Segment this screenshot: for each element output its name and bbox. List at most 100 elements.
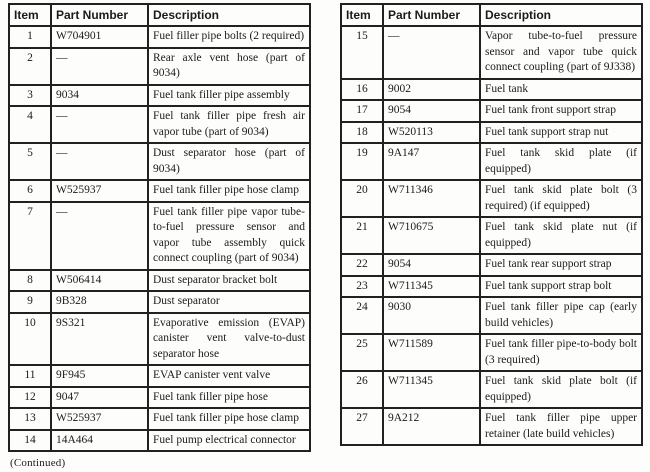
table-row: 6 W525937 Fuel tank filler pipe hose cla…	[8, 179, 311, 203]
item-number-cell: 23	[340, 274, 384, 298]
description-cell: Dust separator hose (part of 9034)	[147, 142, 311, 181]
description-cell: Fuel tank filler pipe hose clamp	[147, 407, 311, 431]
item-number-cell: 26	[340, 370, 384, 409]
item-number-cell: 27	[340, 407, 384, 446]
item-number-cell: 16	[340, 77, 384, 101]
item-number-cell: 1	[8, 25, 52, 49]
item-number-cell: 10	[8, 311, 52, 366]
part-number-cell: W520113	[382, 120, 481, 144]
item-number-cell: 19	[340, 142, 384, 181]
item-number-cell: 5	[8, 142, 52, 181]
item-number-cell: 17	[340, 99, 384, 123]
part-number-cell: W711346	[382, 179, 481, 218]
part-number-cell: W710675	[382, 216, 481, 255]
table-row: 26 W711345 Fuel tank skid plate bolt (if…	[340, 370, 643, 409]
description-cell: Fuel tank filler pipe-to-body bolt (3 re…	[479, 333, 643, 372]
part-number-cell: 9S321	[50, 311, 149, 366]
part-number-cell: W711345	[382, 274, 481, 298]
item-number-cell: 18	[340, 120, 384, 144]
part-number-cell: 14A464	[50, 428, 149, 452]
description-cell: Vapor tube-to-fuel pressure sensor and v…	[479, 25, 643, 80]
part-number-cell: —	[50, 46, 149, 86]
description-cell: Fuel tank filler pipe hose	[147, 385, 311, 409]
item-number-cell: 6	[8, 179, 52, 203]
table-row: 14 14A464 Fuel pump electrical connector	[8, 428, 311, 452]
item-number-cell: 13	[8, 407, 52, 431]
part-number-cell: W711589	[382, 333, 481, 372]
part-number-cell: —	[50, 200, 149, 271]
description-cell: Fuel tank rear support strap	[479, 253, 643, 277]
item-number-cell: 12	[8, 385, 52, 409]
column-header-description: Description	[147, 3, 311, 27]
table-row: 9 9B328 Dust separator	[8, 290, 311, 314]
description-cell: Fuel tank skid plate nut (if equipped)	[479, 216, 643, 255]
item-number-cell: 15	[340, 25, 384, 80]
description-cell: Fuel tank filler pipe assembly	[147, 83, 311, 107]
part-number-cell: W506414	[50, 268, 149, 292]
table-row: 27 9A212 Fuel tank filler pipe upper ret…	[340, 407, 643, 446]
parts-table-left: Item Part Number Description 1 W704901 F…	[8, 3, 311, 452]
description-cell: Fuel tank support strap bolt	[479, 274, 643, 298]
table-row: 16 9002 Fuel tank	[340, 77, 643, 101]
table-row: 12 9047 Fuel tank filler pipe hose	[8, 385, 311, 409]
table-row: 18 W520113 Fuel tank support strap nut	[340, 120, 643, 144]
part-number-cell: W525937	[50, 179, 149, 203]
part-number-cell: —	[50, 142, 149, 181]
item-number-cell: 9	[8, 290, 52, 314]
item-number-cell: 4	[8, 105, 52, 144]
table-row: 2 — Rear axle vent hose (part of 9034)	[8, 46, 311, 86]
table-row: 13 W525937 Fuel tank filler pipe hose cl…	[8, 407, 311, 431]
description-cell: Fuel tank skid plate (if equipped)	[479, 142, 643, 181]
table-row: 21 W710675 Fuel tank skid plate nut (if …	[340, 216, 643, 255]
description-cell: Dust separator	[147, 290, 311, 314]
part-number-cell: 9B328	[50, 290, 149, 314]
table-row: 19 9A147 Fuel tank skid plate (if equipp…	[340, 142, 643, 181]
part-number-cell: 9A212	[382, 407, 481, 446]
right-column: Item Part Number Description 15 — Vapor …	[340, 3, 643, 446]
description-cell: Fuel tank filler pipe cap (early build v…	[479, 296, 643, 335]
table-row: 17 9054 Fuel tank front support strap	[340, 99, 643, 123]
item-number-cell: 3	[8, 83, 52, 107]
table-row: 3 9034 Fuel tank filler pipe assembly	[8, 83, 311, 107]
item-number-cell: 14	[8, 428, 52, 452]
description-cell: Dust separator bracket bolt	[147, 268, 311, 292]
part-number-cell: W704901	[50, 25, 149, 49]
item-number-cell: 20	[340, 179, 384, 218]
part-number-cell: 9034	[50, 83, 149, 107]
column-header-item: Item	[340, 3, 384, 27]
item-number-cell: 7	[8, 200, 52, 271]
table-row: 24 9030 Fuel tank filler pipe cap (early…	[340, 296, 643, 335]
table-row: 4 — Fuel tank filler pipe fresh air vapo…	[8, 105, 311, 144]
item-number-cell: 11	[8, 364, 52, 388]
parts-table-right: Item Part Number Description 15 — Vapor …	[340, 3, 643, 446]
item-number-cell: 22	[340, 253, 384, 277]
description-cell: Fuel tank filler pipe fresh air vapor tu…	[147, 105, 311, 144]
table-row: 11 9F945 EVAP canister vent valve	[8, 364, 311, 388]
part-number-cell: 9030	[382, 296, 481, 335]
item-number-cell: 25	[340, 333, 384, 372]
part-number-cell: 9054	[382, 99, 481, 123]
part-number-cell: —	[382, 25, 481, 80]
table-row: 10 9S321 Evaporative emission (EVAP) can…	[8, 311, 311, 366]
description-cell: Fuel tank filler pipe vapor tube-to-fuel…	[147, 200, 311, 271]
description-cell: Evaporative emission (EVAP) canister ven…	[147, 311, 311, 366]
table-row: 22 9054 Fuel tank rear support strap	[340, 253, 643, 277]
part-number-cell: W525937	[50, 407, 149, 431]
description-cell: Fuel tank filler pipe hose clamp	[147, 179, 311, 203]
item-number-cell: 2	[8, 46, 52, 86]
header-row: Item Part Number Description	[8, 3, 311, 27]
description-cell: EVAP canister vent valve	[147, 364, 311, 388]
table-row: 5 — Dust separator hose (part of 9034)	[8, 142, 311, 181]
part-number-cell: 9054	[382, 253, 481, 277]
table-row: 1 W704901 Fuel filler pipe bolts (2 requ…	[8, 25, 311, 49]
column-header-item: Item	[8, 3, 52, 27]
part-number-cell: 9047	[50, 385, 149, 409]
column-header-description: Description	[479, 3, 643, 27]
part-number-cell: 9002	[382, 77, 481, 101]
description-cell: Fuel tank skid plate bolt (if equipped)	[479, 370, 643, 409]
item-number-cell: 8	[8, 268, 52, 292]
header-row: Item Part Number Description	[340, 3, 643, 27]
description-cell: Fuel tank front support strap	[479, 99, 643, 123]
left-column: Item Part Number Description 1 W704901 F…	[8, 3, 311, 469]
